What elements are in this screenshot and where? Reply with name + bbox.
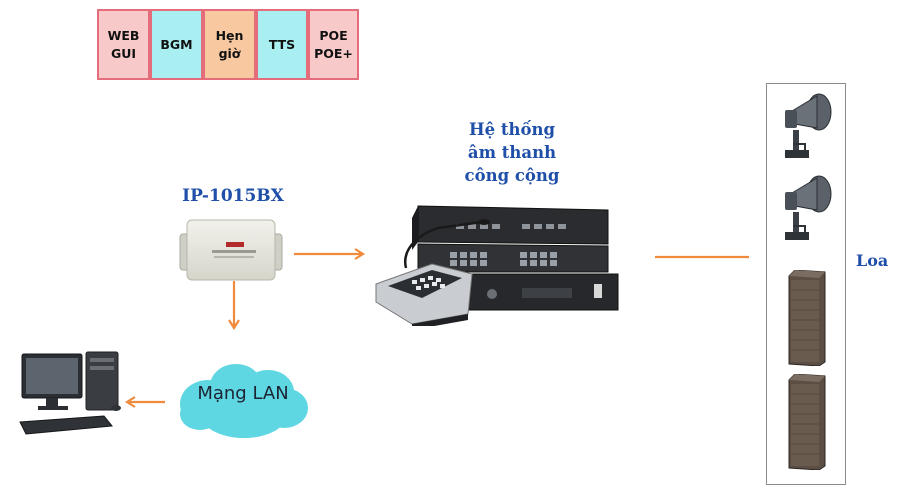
desktop-computer-icon xyxy=(19,351,121,435)
arrow-to-computer xyxy=(124,396,165,408)
speaker-panel xyxy=(766,83,846,485)
line-to-speakers xyxy=(655,255,749,259)
arrow-to-system xyxy=(294,248,366,260)
column-speaker-icon xyxy=(788,270,826,366)
speakers-label: Loa xyxy=(856,251,889,270)
system-title: Hệ thống âm thanh công cộng xyxy=(432,118,592,187)
feature-poe: POE POE+ xyxy=(308,9,359,80)
device-label: IP-1015BX xyxy=(182,186,284,206)
feature-schedule: Hẹn giờ xyxy=(203,9,256,80)
lan-label: Mạng LAN xyxy=(197,383,289,404)
feature-tts: TTS xyxy=(256,9,308,80)
horn-speaker-icon xyxy=(785,175,832,240)
rack-mixer-icon xyxy=(375,205,619,326)
feature-strip: WEB GUI BGM Hẹn giờ TTS POE POE+ xyxy=(97,9,359,82)
system-title-line1: Hệ thống xyxy=(469,120,555,139)
system-title-line2: âm thanh xyxy=(467,143,557,162)
ip-gateway-icon xyxy=(179,219,283,281)
horn-speaker-icon xyxy=(785,93,832,158)
feature-bgm: BGM xyxy=(150,9,203,80)
arrow-to-lan xyxy=(228,281,240,331)
feature-web-gui: WEB GUI xyxy=(97,9,150,80)
system-title-line3: công cộng xyxy=(464,166,560,185)
lan-cloud-icon xyxy=(180,364,308,438)
column-speaker-icon xyxy=(788,374,826,470)
